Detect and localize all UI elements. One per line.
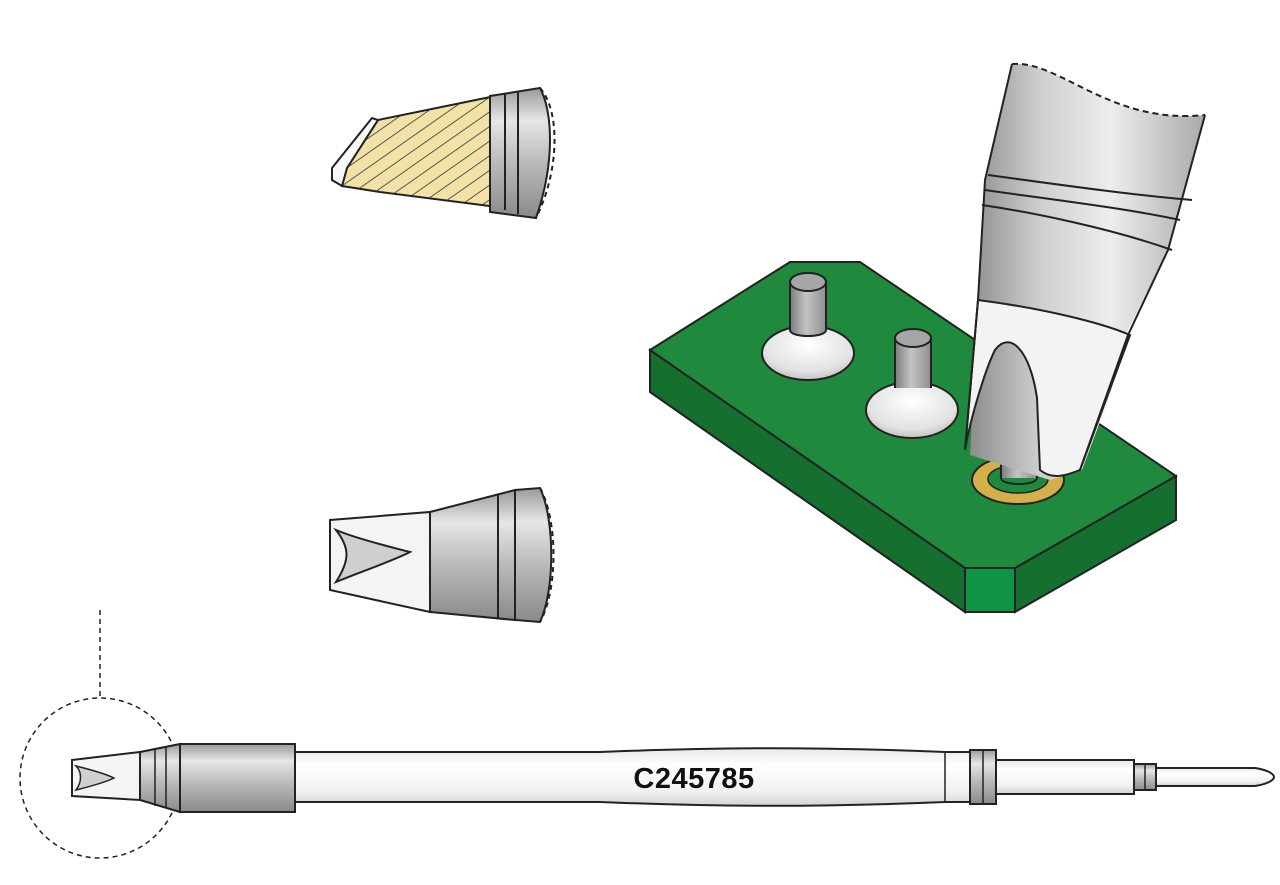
tip-top-view	[329, 486, 555, 624]
pin-with-solder-joint	[865, 328, 959, 439]
soldering-tip-cartridge: C245785	[71, 742, 1276, 814]
part-number-label: C245785	[633, 763, 754, 795]
soldering-tip-in-use	[964, 62, 1206, 480]
pcb-with-pins	[648, 261, 1178, 614]
detail-callout	[19, 610, 181, 859]
pin-with-solder-joint	[761, 272, 855, 381]
tip-side-view-hatched	[331, 86, 556, 220]
